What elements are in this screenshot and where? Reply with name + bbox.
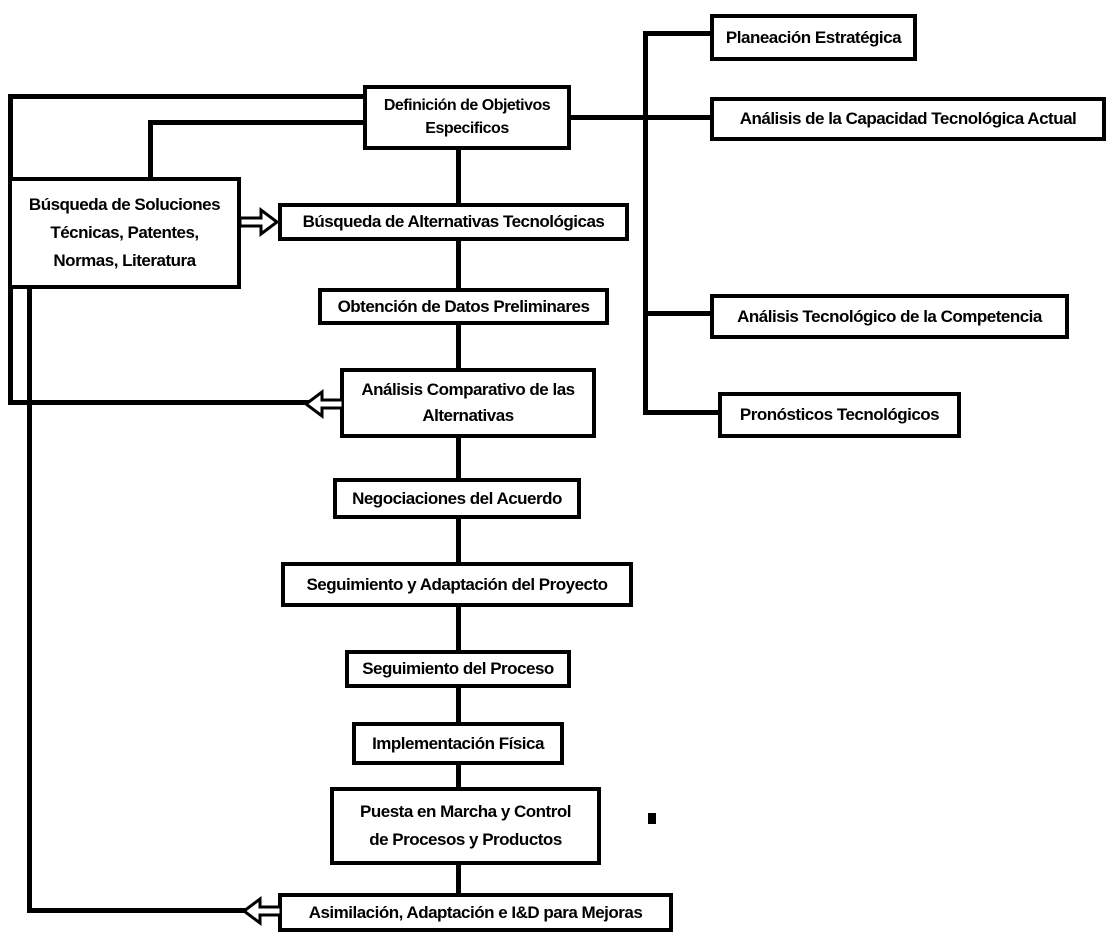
node-definicion-objetivos: Definición de Objetivos Especificos <box>363 85 571 150</box>
hollow-arrow-left-feedback1-icon <box>304 389 344 419</box>
connector-alternativas-obtencion <box>456 241 461 289</box>
hollow-arrow-right-icon <box>239 207 279 237</box>
connector-planeacion-horizontal <box>643 31 710 36</box>
connector-segproyecto-segproceso <box>456 607 461 651</box>
connector-feedback2-vertical <box>27 289 32 913</box>
node-implementacion-fisica: Implementación Física <box>352 722 564 765</box>
node-asimilacion-mejoras: Asimilación, Adaptación e I&D para Mejor… <box>278 893 673 932</box>
connector-pronosticos-horizontal <box>643 410 718 415</box>
node-puesta-en-marcha: Puesta en Marcha y Control de Procesos y… <box>330 787 601 865</box>
connector-feedback2-horizontal <box>27 908 252 913</box>
node-negociaciones-acuerdo: Negociaciones del Acuerdo <box>333 478 581 519</box>
connector-negociaciones-segproyecto <box>456 519 461 563</box>
connector-definicion-soluciones-horizontal <box>148 120 364 125</box>
connector-definicion-left-horizontal <box>8 94 364 99</box>
connector-implementacion-puesta <box>456 765 461 788</box>
node-seguimiento-proyecto: Seguimiento y Adaptación del Proyecto <box>281 562 633 607</box>
connector-definicion-soluciones-vertical <box>148 120 153 178</box>
connector-right-branch-vertical <box>643 31 648 415</box>
connector-segproceso-implementacion <box>456 688 461 723</box>
connector-competencia-horizontal <box>643 311 710 316</box>
node-obtencion-datos: Obtención de Datos Preliminares <box>318 288 609 325</box>
node-busqueda-alternativas: Búsqueda de Alternativas Tecnológicas <box>278 203 629 241</box>
node-planeacion-estrategica: Planeación Estratégica <box>710 14 917 61</box>
node-analisis-comparativo: Análisis Comparativo de las Alternativas <box>340 368 596 438</box>
hollow-arrow-left-feedback2-icon <box>242 896 282 926</box>
node-analisis-competencia: Análisis Tecnológico de la Competencia <box>710 294 1069 339</box>
connector-feedback1-horizontal <box>8 400 313 405</box>
connector-definicion-alternativas <box>456 150 461 205</box>
stray-mark <box>648 813 656 824</box>
connector-puesta-asimilacion <box>456 865 461 894</box>
node-pronosticos-tecnologicos: Pronósticos Tecnológicos <box>718 392 961 438</box>
connector-comparativo-negociaciones <box>456 438 461 479</box>
node-busqueda-soluciones: Búsqueda de Soluciones Técnicas, Patente… <box>8 177 241 289</box>
node-seguimiento-proceso: Seguimiento del Proceso <box>345 650 571 688</box>
connector-definicion-capacidad <box>571 115 710 120</box>
node-analisis-capacidad: Análisis de la Capacidad Tecnológica Act… <box>710 97 1106 141</box>
connector-obtencion-comparativo <box>456 325 461 369</box>
